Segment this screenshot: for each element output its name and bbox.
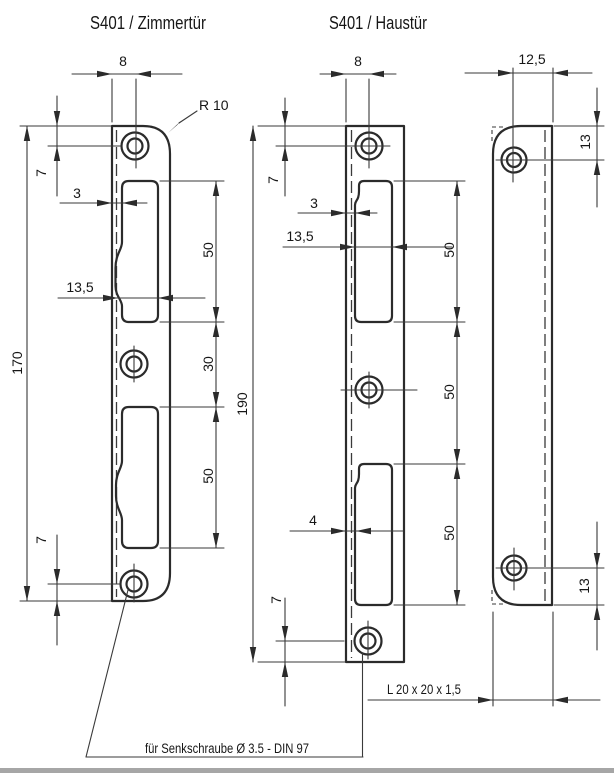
corner-ghost-top bbox=[491, 126, 506, 141]
dim-label: 8 bbox=[354, 53, 362, 69]
dim-label: 13,5 bbox=[286, 228, 313, 244]
dim-label: 13,5 bbox=[66, 279, 93, 295]
screw-hole-bottom bbox=[500, 547, 528, 591]
dim-label: L 20 x 20 x 1,5 bbox=[387, 681, 461, 697]
screw-note-callout: für Senkschraube Ø 3.5 - DIN 97 bbox=[85, 589, 364, 758]
dim-label: 170 bbox=[9, 351, 25, 375]
dim-label: 8 bbox=[119, 53, 127, 69]
screw-hole-top bbox=[120, 131, 150, 161]
dim-label: 13 bbox=[577, 134, 593, 150]
latch-opening-upper bbox=[353, 179, 394, 324]
dim-label: 50 bbox=[441, 384, 457, 400]
dim-top-hole-offset: 13 bbox=[495, 87, 605, 208]
latch-opening-lower bbox=[114, 405, 160, 550]
dim-opening-width: 13,5 bbox=[282, 228, 453, 251]
dim-top-hole-offset: 7 bbox=[19, 95, 122, 197]
plate-outline bbox=[110, 124, 172, 603]
view-side-profile: 12,5 13 13 L 20 x 20 x 1,5 bbox=[367, 51, 605, 707]
dim-upper-lip-offset: 3 bbox=[297, 195, 378, 217]
screw-hole-bottom bbox=[353, 620, 383, 660]
latch-opening-upper bbox=[114, 179, 160, 324]
dim-label: 50 bbox=[200, 242, 216, 258]
dim-total-height: 190 bbox=[234, 125, 346, 663]
dim-label: 7 bbox=[268, 596, 284, 604]
screw-hole-middle bbox=[119, 345, 149, 383]
dim-chain-openings: 50 50 50 bbox=[340, 180, 466, 606]
dim-label: 3 bbox=[73, 185, 81, 201]
dim-chain-openings: 50 30 50 bbox=[159, 180, 225, 549]
plate-outline bbox=[344, 124, 406, 664]
view-haustuer: S401 / Haustür 8 bbox=[234, 13, 466, 707]
dim-label: 3 bbox=[310, 195, 318, 211]
dim-opening-width: 13,5 bbox=[57, 279, 206, 302]
dim-label: 7 bbox=[33, 169, 49, 177]
dim-width-to-center: 12,5 bbox=[464, 51, 593, 183]
dim-total-height: 170 bbox=[9, 125, 31, 602]
dim-bottom-hole-offset: 13 bbox=[495, 521, 605, 651]
dim-label: 7 bbox=[265, 176, 281, 184]
dim-plate-width: 8 bbox=[319, 53, 397, 169]
latch-opening-lower bbox=[353, 462, 394, 607]
dim-label: 12,5 bbox=[518, 51, 545, 67]
dim-label: 13 bbox=[576, 578, 592, 594]
corner-ghost-bottom bbox=[491, 590, 506, 605]
dim-plate-width: 8 bbox=[71, 53, 183, 169]
dim-top-hole-offset: 7 bbox=[265, 97, 391, 197]
dim-label: 50 bbox=[441, 242, 457, 258]
dim-corner-radius: R 10 bbox=[168, 97, 229, 133]
view-zimmertuer: S401 / Zimmertür 8 bbox=[9, 13, 229, 646]
dim-bottom-hole-offset: 7 bbox=[268, 596, 345, 707]
dim-bottom-hole-offset: 7 bbox=[19, 534, 121, 646]
dim-label: 30 bbox=[200, 356, 216, 372]
view-title: S401 / Haustür bbox=[329, 13, 427, 33]
scan-edge bbox=[0, 768, 614, 773]
dim-label: 4 bbox=[309, 512, 317, 528]
dim-profile: L 20 x 20 x 1,5 bbox=[367, 611, 601, 707]
dim-label: R 10 bbox=[199, 97, 229, 113]
screw-note-text: für Senkschraube Ø 3.5 - DIN 97 bbox=[145, 741, 309, 756]
dim-label: 50 bbox=[200, 468, 216, 484]
view-title: S401 / Zimmertür bbox=[90, 13, 206, 33]
dim-label: 190 bbox=[234, 392, 250, 416]
dim-lip-offset: 3 bbox=[59, 185, 148, 207]
dim-label: 50 bbox=[441, 525, 457, 541]
screw-hole-bottom bbox=[119, 563, 149, 603]
dim-lower-lip-offset: 4 bbox=[289, 512, 404, 535]
dim-label: 7 bbox=[33, 536, 49, 544]
plate-outline bbox=[491, 124, 554, 607]
